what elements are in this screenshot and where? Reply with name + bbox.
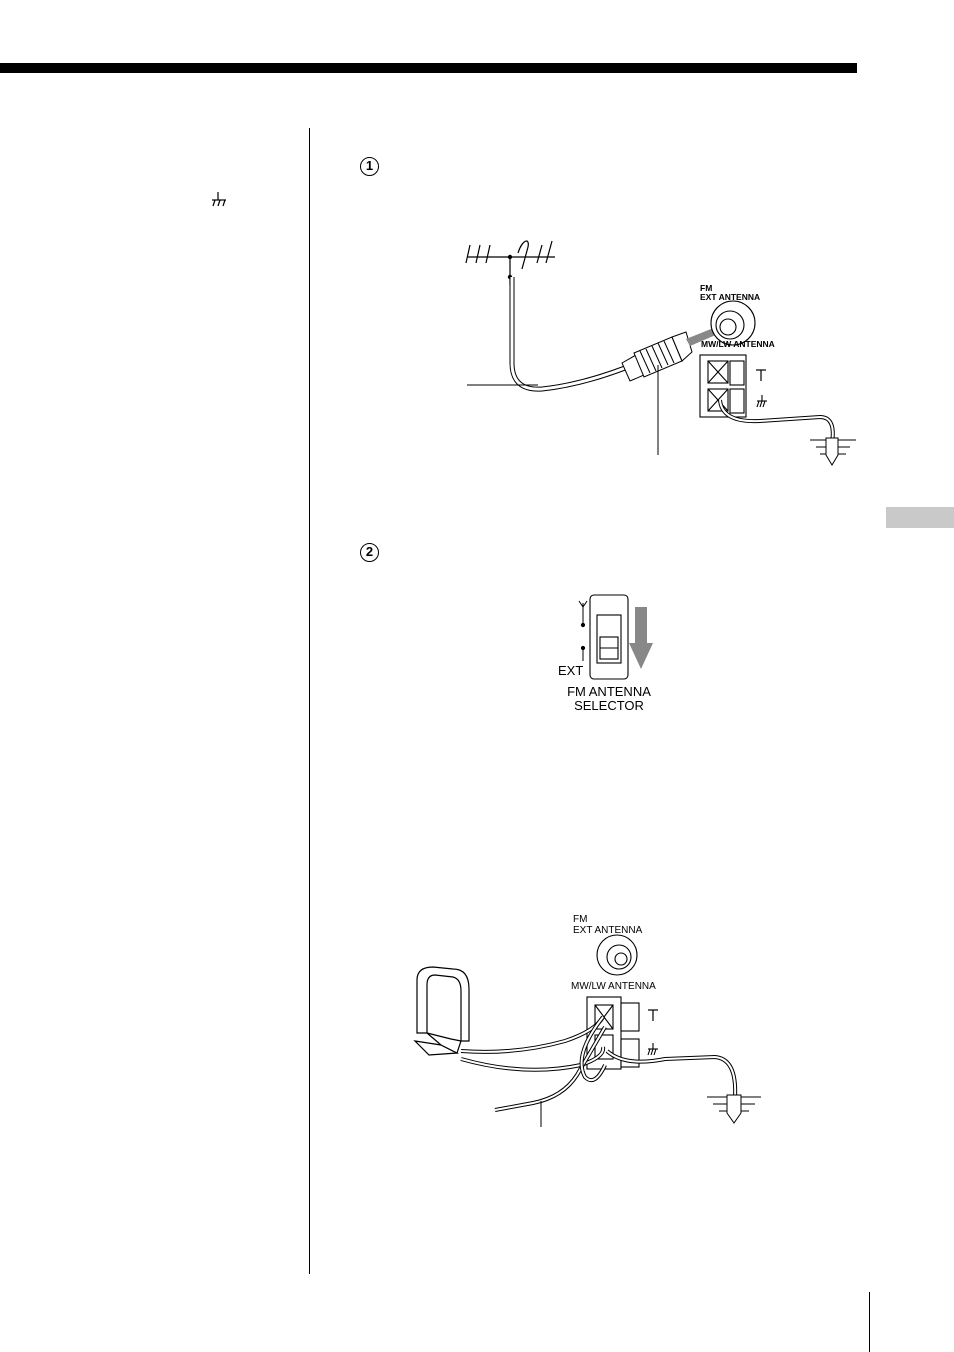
earth-ground-icon xyxy=(810,437,856,466)
ground-icon xyxy=(756,395,767,408)
figure-fm-antenna-selector: EXT FM ANTENNA SELECTOR xyxy=(558,594,653,713)
selector-label-line2: SELECTOR xyxy=(574,698,644,713)
step-1-number: 1 xyxy=(360,157,379,176)
ground-icon xyxy=(212,192,226,207)
header-rule xyxy=(0,63,857,73)
mwlw-antenna-label: MW/LW ANTENNA xyxy=(701,339,775,349)
fm-plug xyxy=(621,331,693,382)
antenna-terminal-icon xyxy=(756,369,766,381)
selector-switch xyxy=(589,594,629,680)
page-number-rule xyxy=(869,1292,870,1352)
fm-label-fig3: FM xyxy=(573,914,587,925)
figure-loop-antenna: FM EXT ANTENNA MW/LW ANTENNA xyxy=(413,914,761,1127)
ext-label: EXT xyxy=(558,663,583,678)
fm-label: FM xyxy=(700,283,712,293)
ext-antenna-label: EXT ANTENNA xyxy=(700,292,760,302)
antenna-terminal-icon xyxy=(648,1009,658,1021)
ext-antenna-label-fig3: EXT ANTENNA xyxy=(573,925,643,936)
figure-fm-external-antenna: FM EXT ANTENNA MW/LW ANTENNA xyxy=(465,240,856,466)
earth-ground-icon xyxy=(707,1094,761,1124)
selector-label-line1: FM ANTENNA xyxy=(567,684,651,699)
ground-icon xyxy=(647,1043,658,1056)
fm-antenna-icon xyxy=(465,240,555,285)
fm-antenna-icon xyxy=(578,600,588,661)
fm-ext-antenna-jack xyxy=(596,934,638,976)
fm-ext-antenna-jack xyxy=(710,300,756,346)
column-divider xyxy=(309,128,310,1274)
section-tab xyxy=(886,507,954,528)
mwlw-antenna-label-fig3: MW/LW ANTENNA xyxy=(571,981,656,992)
loop-antenna xyxy=(413,966,470,1056)
step-2-number: 2 xyxy=(360,543,379,562)
